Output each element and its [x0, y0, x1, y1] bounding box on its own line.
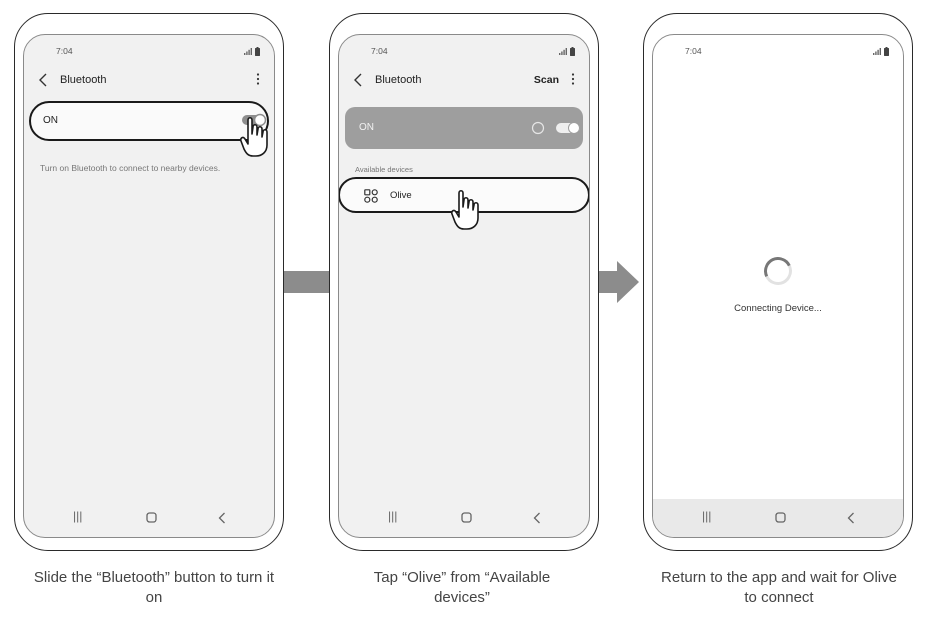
phone-step-1: 7:04 Bluetooth ON — [14, 13, 284, 551]
back-icon[interactable] — [218, 512, 226, 524]
screen-step-1: 7:04 Bluetooth ON — [23, 34, 275, 538]
status-bar: 7:04 — [653, 45, 903, 59]
nav-bar: ||| — [653, 499, 903, 537]
connecting-status: Connecting Device... — [734, 303, 822, 314]
status-bar: 7:04 — [339, 45, 589, 59]
page-title: Bluetooth — [375, 74, 422, 86]
page-title: Bluetooth — [60, 74, 107, 86]
app-bar: Bluetooth — [24, 71, 274, 93]
device-grid-icon — [364, 189, 378, 203]
back-icon[interactable] — [533, 512, 541, 524]
battery-icon — [255, 47, 260, 56]
battery-icon — [884, 47, 889, 56]
phone-step-2: 7:04 Bluetooth Scan ON — [329, 13, 599, 551]
hand-pointer-icon — [451, 189, 479, 230]
toggle-label: ON — [359, 122, 374, 133]
signal-icon — [873, 48, 881, 55]
signal-icon — [244, 48, 252, 55]
device-name: Olive — [390, 190, 412, 201]
home-icon[interactable] — [461, 512, 472, 523]
bluetooth-toggle-switch[interactable] — [555, 120, 583, 136]
status-time: 7:04 — [371, 46, 388, 56]
more-vert-icon[interactable] — [571, 72, 575, 86]
chevron-left-icon[interactable] — [38, 72, 48, 88]
back-icon[interactable] — [847, 512, 855, 524]
nav-bar: ||| — [339, 499, 589, 537]
scan-button[interactable]: Scan — [533, 74, 559, 86]
recents-icon[interactable]: ||| — [73, 509, 83, 523]
loading-spinner-icon — [760, 253, 796, 289]
app-bar: Bluetooth Scan — [339, 71, 589, 93]
battery-icon — [570, 47, 575, 56]
phone-step-3: 7:04 Connecting Device... ||| — [643, 13, 913, 551]
arrow-right-icon — [284, 271, 330, 293]
more-vert-icon[interactable] — [256, 72, 260, 86]
bluetooth-hint: Turn on Bluetooth to connect to nearby d… — [40, 163, 221, 173]
signal-icon — [559, 48, 567, 55]
home-icon[interactable] — [775, 512, 786, 523]
home-icon[interactable] — [146, 512, 157, 523]
toggle-label: ON — [43, 115, 58, 126]
status-bar: 7:04 — [24, 45, 274, 59]
recents-icon[interactable]: ||| — [388, 509, 398, 523]
bluetooth-toggle-row[interactable]: ON — [29, 101, 269, 141]
hand-pointer-icon — [240, 116, 268, 157]
arrow-right-icon — [599, 261, 639, 303]
caption-step-1: Slide the “Bluetooth” button to turn it … — [33, 569, 275, 606]
chevron-left-icon[interactable] — [353, 72, 363, 88]
available-devices-label: Available devices — [355, 165, 413, 174]
screen-step-2: 7:04 Bluetooth Scan ON — [338, 34, 590, 538]
screen-step-3: 7:04 Connecting Device... ||| — [652, 34, 904, 538]
status-time: 7:04 — [685, 46, 702, 56]
status-time: 7:04 — [56, 46, 73, 56]
bluetooth-toggle-card[interactable]: ON — [345, 107, 583, 149]
recents-icon[interactable]: ||| — [702, 509, 712, 523]
caption-step-2: Tap “Olive” from “Available devices” — [373, 569, 551, 606]
nav-bar: ||| — [24, 499, 274, 537]
scanning-indicator-icon — [531, 121, 545, 135]
caption-step-3: Return to the app and wait for Olive to … — [661, 569, 897, 606]
